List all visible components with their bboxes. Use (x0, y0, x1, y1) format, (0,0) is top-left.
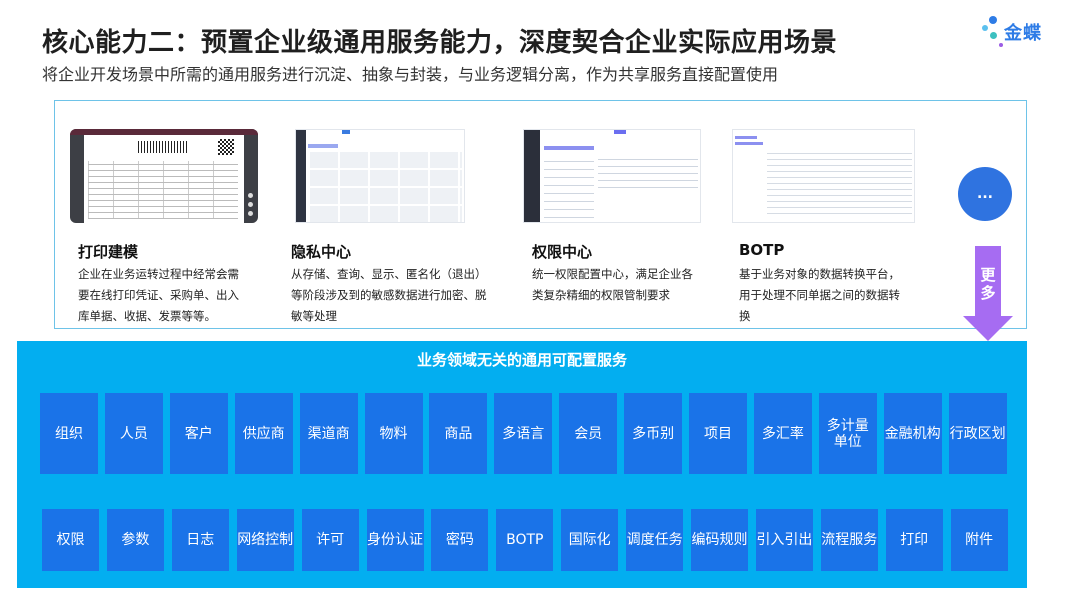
service-tile[interactable]: 网络控制 (236, 509, 294, 571)
more-button[interactable]: ... (958, 167, 1012, 221)
logo-text: 金蝶 (1004, 23, 1042, 44)
card-title-botp: BOTP (739, 241, 785, 259)
service-tile[interactable]: BOTP (496, 509, 554, 571)
service-tile[interactable]: 编码规则 (691, 509, 748, 571)
service-tile[interactable]: 多语言 (494, 393, 553, 474)
service-tile[interactable]: 项目 (689, 393, 747, 474)
service-tile[interactable]: 许可 (301, 509, 359, 571)
card-desc-privacy: 从存储、查询、显示、匿名化（退出）等阶段涉及到的敏感数据进行加密、脱敏等处理 (291, 267, 487, 323)
service-tile[interactable]: 参数 (106, 509, 164, 571)
card-title-privacy: 隐私中心 (291, 243, 352, 261)
featured-services: 打印建模 企业在业务运转过程中经常会需要在线打印凭证、采购单、出入库单据、收据、… (54, 100, 1027, 329)
card-desc-print: 企业在业务运转过程中经常会需要在线打印凭证、采购单、出入库单据、收据、发票等等。 (78, 267, 239, 323)
service-tile[interactable]: 物料 (364, 393, 423, 474)
page-title: 核心能力二：预置企业级通用服务能力，深度契合企业实际应用场景 (42, 28, 838, 58)
service-tile[interactable]: 渠道商 (299, 393, 358, 474)
service-tile[interactable]: 多汇率 (753, 393, 812, 474)
service-tile[interactable]: 流程服务 (820, 509, 878, 571)
service-tile[interactable]: 权限 (42, 509, 99, 571)
panel-title: 业务领域无关的通用可配置服务 (416, 351, 627, 369)
service-tile[interactable]: 商品 (429, 393, 488, 474)
service-tile[interactable]: 引入引出 (755, 509, 813, 571)
service-tile[interactable]: 行政区划 (948, 393, 1007, 474)
logo-dot-icon (989, 16, 997, 24)
service-tile[interactable]: 人员 (104, 393, 163, 474)
permission-center-screenshot (523, 129, 701, 223)
card-title-print: 打印建模 (78, 243, 139, 261)
service-tile[interactable]: 客户 (169, 393, 228, 474)
service-tile[interactable]: 组织 (40, 393, 98, 474)
botp-screenshot (732, 129, 915, 223)
kingdee-logo: 金蝶 (980, 14, 1060, 48)
more-arrow-icon: 更多 (963, 246, 1013, 341)
service-tile[interactable]: 密码 (431, 509, 489, 571)
service-tile[interactable]: 会员 (559, 393, 618, 474)
common-services-panel: 业务领域无关的通用可配置服务 组织人员客户供应商渠道商物料商品多语言会员多币别项… (17, 341, 1027, 588)
more-arrow-label: 更多 (980, 266, 996, 302)
service-tile[interactable]: 国际化 (561, 509, 619, 571)
logo-dot-icon (982, 25, 988, 31)
service-tile[interactable]: 身份认证 (366, 509, 424, 571)
service-tile[interactable]: 日志 (171, 509, 229, 571)
service-tile[interactable]: 附件 (950, 509, 1008, 571)
logo-dot-icon (990, 32, 997, 39)
service-tile[interactable]: 多计量单位 (818, 393, 877, 474)
page-subtitle: 将企业开发场景中所需的通用服务进行沉淀、抽象与封装，与业务逻辑分离，作为共享服务… (42, 65, 779, 84)
service-tile[interactable]: 打印 (885, 509, 943, 571)
service-tile[interactable]: 供应商 (234, 393, 293, 474)
service-tile[interactable]: 调度任务 (626, 509, 684, 571)
print-modeling-screenshot (70, 129, 258, 223)
card-title-permission: 权限中心 (532, 243, 593, 261)
service-tile[interactable]: 多币别 (624, 393, 683, 474)
card-desc-permission: 统一权限配置中心，满足企业各类复杂精细的权限管制要求 (532, 267, 693, 302)
service-tile[interactable]: 金融机构 (883, 393, 942, 474)
card-desc-botp: 基于业务对象的数据转换平台，用于处理不同单据之间的数据转换 (739, 267, 900, 323)
privacy-center-screenshot (295, 129, 465, 223)
logo-dot-icon (999, 43, 1003, 47)
